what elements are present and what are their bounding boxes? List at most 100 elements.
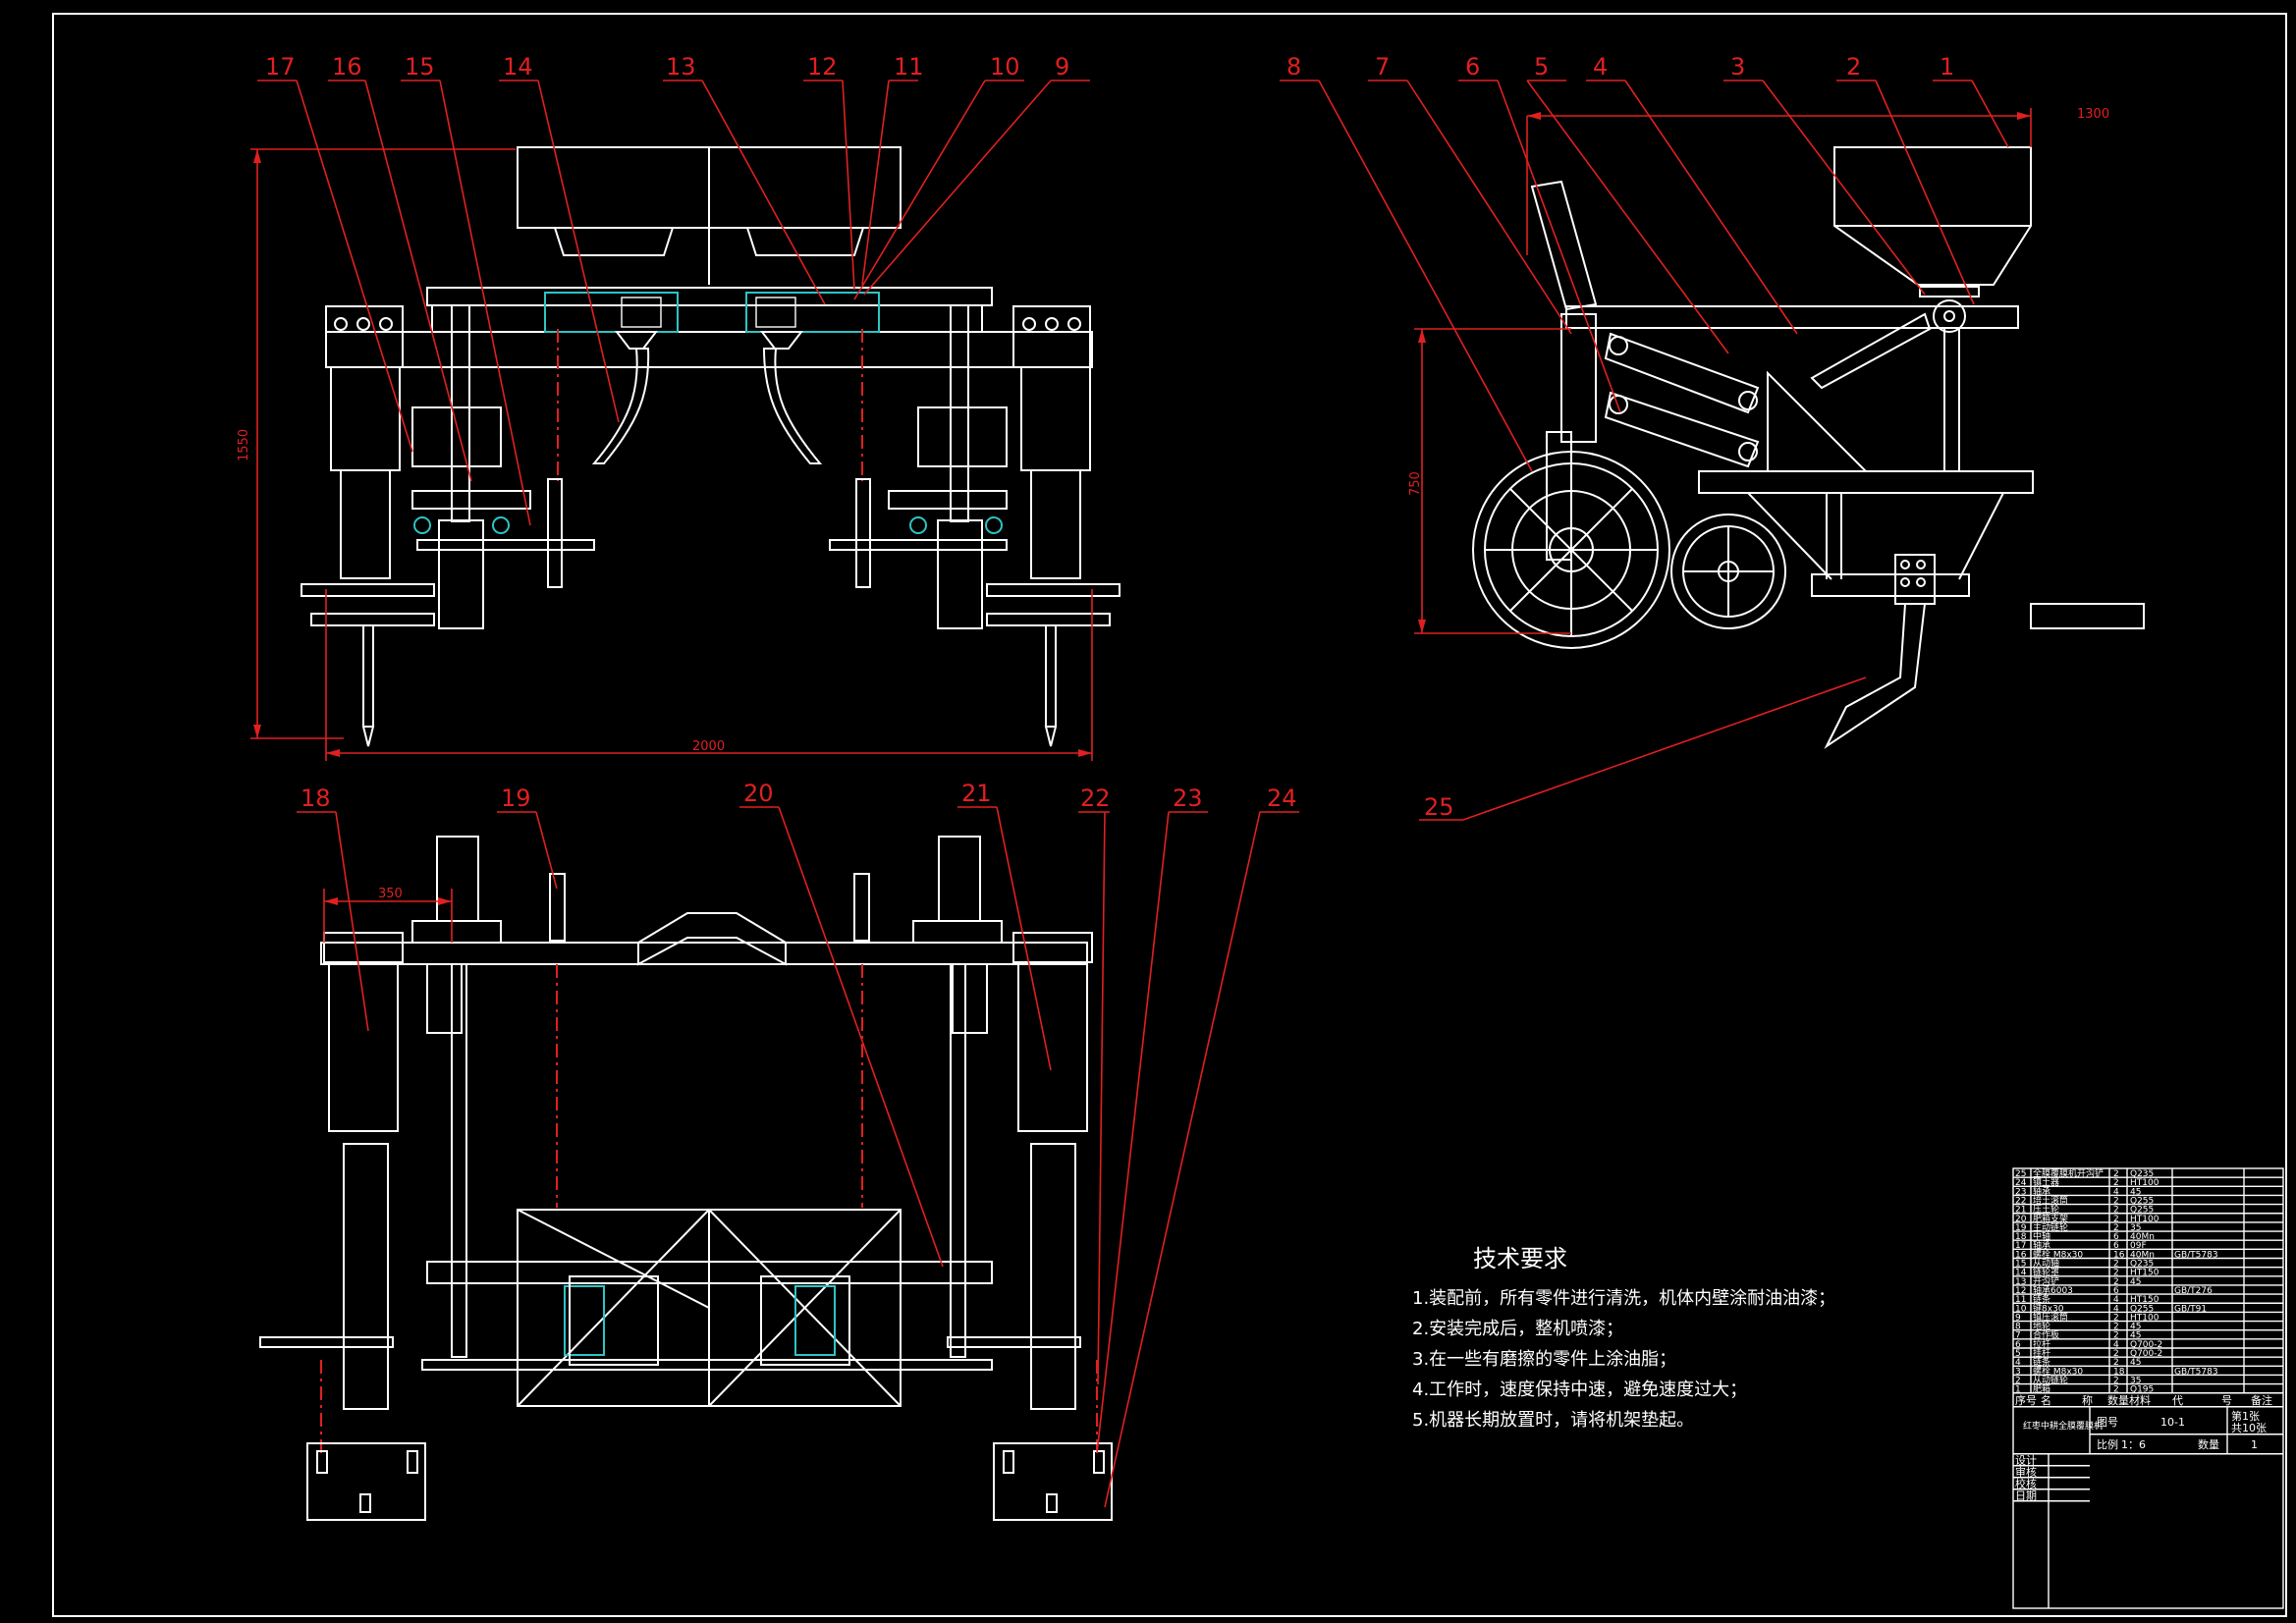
bom-cell-name: 拉杆 [2033, 1338, 2050, 1350]
bom-cell-material: 40Mn [2130, 1250, 2155, 1260]
qty-label: 数量 [2198, 1438, 2219, 1451]
bom-cell-no: 9 [2015, 1313, 2021, 1323]
bom-cell-material: HT150 [2130, 1295, 2159, 1305]
bom-cell-material: 45 [2130, 1358, 2141, 1368]
bom-cell-no: 23 [2015, 1187, 2026, 1197]
bom-cell-no: 21 [2015, 1206, 2026, 1216]
bom-cell-name: 开沟铲 [2033, 1275, 2059, 1287]
bom-cell-qty: 2 [2113, 1196, 2119, 1206]
bom-cell-material: Q255 [2130, 1206, 2154, 1216]
bom-cell-no: 8 [2015, 1323, 2021, 1332]
bom-cell-material: Q235 [2130, 1260, 2154, 1270]
part-number-label: 16 [332, 53, 362, 81]
bom-cell-material: 45 [2130, 1323, 2141, 1332]
requirement-item: 3.在一些有磨擦的零件上涂油脂； [1412, 1349, 1677, 1370]
dim-front-width: 2000 [692, 739, 725, 754]
bom-header-cell: 序号 [2015, 1393, 2037, 1407]
bom-cell-material: HT100 [2130, 1313, 2159, 1323]
part-number-label: 2 [1846, 53, 1861, 81]
part-number-label: 12 [807, 53, 838, 81]
bom-cell-no: 5 [2015, 1349, 2021, 1359]
front-view: 1550 2000 [237, 146, 1121, 761]
requirement-item: 5.机器长期放置时，请将机架垫起。 [1412, 1410, 1695, 1431]
bom-cell-name: 轴承6003 [2033, 1284, 2073, 1296]
bom-header-cell: 材料 [2129, 1393, 2151, 1407]
bom-cell-code: GB/T276 [2174, 1286, 2213, 1296]
drawing-name: 红枣中耕全膜覆膜机 [2023, 1420, 2103, 1432]
part-number-label: 23 [1173, 784, 1203, 812]
bom-cell-no: 11 [2015, 1295, 2026, 1305]
bom-cell-no: 15 [2015, 1260, 2026, 1270]
top-view-leaders [297, 806, 1299, 1508]
bom-cell-name: 肥箱支架 [2033, 1213, 2068, 1224]
bom-cell-no: 2 [2015, 1376, 2021, 1385]
bom-cell-name: 压土轮 [2033, 1204, 2059, 1216]
sign-row-label: 校核 [2015, 1477, 2037, 1490]
front-view-leaders [257, 80, 1090, 526]
sign-row-label: 审核 [2015, 1465, 2037, 1479]
bom-cell-material: 45 [2130, 1277, 2141, 1287]
drawing-border [52, 13, 2287, 1617]
bom-cell-qty: 2 [2113, 1331, 2119, 1341]
part-number-label: 10 [990, 53, 1020, 81]
bom-cell-qty: 4 [2113, 1187, 2119, 1197]
scale-label: 比例 [2097, 1437, 2118, 1451]
bom-cell-qty: 2 [2113, 1215, 2119, 1224]
part-number-label: 7 [1375, 53, 1390, 81]
bom-cell-code: GB/T5783 [2174, 1367, 2218, 1377]
part-number-label: 4 [1593, 53, 1608, 81]
bom-cell-no: 14 [2015, 1269, 2027, 1278]
bom-cell-qty: 2 [2113, 1269, 2119, 1278]
bom-cell-qty: 18 [2113, 1367, 2125, 1377]
bom-cell-no: 10 [2015, 1304, 2027, 1314]
bom-header-cell: 号 [2221, 1394, 2232, 1407]
bom-cell-name: 中轴 [2033, 1230, 2050, 1242]
bom-cell-name: 键8x30 [2033, 1302, 2064, 1314]
part-number-label: 22 [1080, 784, 1111, 812]
requirement-item: 1.装配前，所有零件进行清洗，机体内壁涂耐油油漆； [1412, 1288, 1836, 1309]
qty-value: 1 [2251, 1438, 2258, 1451]
bom-cell-name: 轴承 [2033, 1239, 2050, 1251]
bom-cell-name: 肥箱 [2033, 1383, 2050, 1395]
bom-cell-qty: 2 [2113, 1313, 2119, 1323]
bom-header-cell: 备注 [2251, 1393, 2272, 1407]
requirement-item: 2.安装完成后，整机喷漆； [1412, 1319, 1624, 1339]
technical-requirements: 技术要求 1.装配前，所有零件进行清洗，机体内壁涂耐油油漆； 2.安装完成后，整… [1412, 1239, 1923, 1435]
dim-side-height: 750 [1408, 471, 1423, 496]
bom-cell-no: 3 [2015, 1367, 2021, 1377]
sign-row-label: 日期 [2015, 1489, 2037, 1502]
bom-cell-name: 从动轴 [2033, 1258, 2059, 1270]
bom-cell-material: 09F [2130, 1241, 2147, 1251]
bom-cell-qty: 2 [2113, 1260, 2119, 1270]
bom-cell-qty: 2 [2113, 1169, 2119, 1179]
part-number-label: 18 [301, 784, 331, 812]
bom-cell-qty: 6 [2113, 1286, 2119, 1296]
drawing-number: 10-1 [2160, 1416, 2185, 1429]
bom-cell-qty: 2 [2113, 1358, 2119, 1368]
technical-requirements-title: 技术要求 [1473, 1245, 1567, 1272]
bom-cell-no: 18 [2015, 1232, 2027, 1242]
part-number-label: 17 [265, 53, 296, 81]
dim-top-offset: 350 [378, 887, 403, 901]
bom-cell-qty: 2 [2113, 1223, 2119, 1233]
bom-cell-qty: 4 [2113, 1304, 2119, 1314]
bom-cell-qty: 2 [2113, 1385, 2119, 1395]
part-number-label: 3 [1730, 53, 1745, 81]
bom-cell-no: 17 [2015, 1241, 2026, 1251]
part-number-label: 9 [1055, 53, 1069, 81]
part-number-label: 14 [503, 53, 533, 81]
bom-header-cell: 数量 [2107, 1394, 2129, 1407]
bom-cell-name: 轴承 [2033, 1185, 2050, 1197]
bom-cell-material: HT150 [2130, 1269, 2159, 1278]
bom-cell-qty: 4 [2113, 1340, 2119, 1350]
bom-cell-name: 主动链轮 [2033, 1221, 2068, 1233]
bom-cell-name: 合作板 [2033, 1329, 2059, 1341]
sheets-total: 共10张 [2231, 1422, 2267, 1434]
bom-cell-name: 镇土器 [2033, 1176, 2059, 1188]
bom-header-cell: 称 [2082, 1393, 2093, 1407]
bom-cell-qty: 2 [2113, 1206, 2119, 1216]
bom-cell-qty: 6 [2113, 1241, 2119, 1251]
part-number-label: 15 [405, 53, 435, 81]
